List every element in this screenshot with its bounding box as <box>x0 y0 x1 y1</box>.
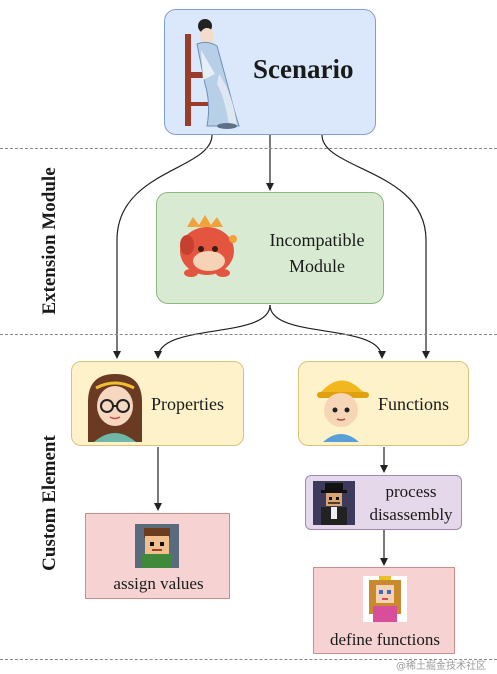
incompatible-module-label: Incompatible Module <box>257 227 377 279</box>
scenario-label: Scenario <box>253 54 354 84</box>
define-functions-node: define functions <box>313 567 455 654</box>
boy-with-cap-icon <box>317 380 369 442</box>
section-label-extension-module: Extension Module <box>39 167 60 315</box>
separator-bottom <box>0 659 497 660</box>
incompatible-module-label-line1: Incompatible <box>269 230 365 250</box>
arrow-module-to-properties <box>154 304 271 359</box>
functions-node: Functions <box>298 361 469 446</box>
assign-values-label: assign values <box>113 574 204 593</box>
incompatible-module-label-line2: Module <box>289 256 345 276</box>
arrow-scenario-to-functions <box>321 134 430 359</box>
arrow-scenario-to-properties <box>113 134 213 359</box>
separator-top <box>0 148 497 149</box>
red-dragon-mascot-icon <box>180 215 237 277</box>
pixel-gentleman-icon <box>313 481 355 525</box>
process-disassembly-label: process disassembly <box>361 480 461 526</box>
properties-node: Properties <box>71 361 244 446</box>
process-label-line2: disassembly <box>369 505 453 524</box>
define-functions-label: define functions <box>330 630 440 649</box>
pixel-princess-icon <box>363 576 407 622</box>
functions-label: Functions <box>378 394 450 414</box>
watermark: @稀土掘金技术社区 <box>396 661 486 672</box>
separator-middle <box>0 334 497 335</box>
arrow-module-to-functions <box>269 304 386 359</box>
process-label-line1: process <box>385 482 437 501</box>
pixel-boy-icon <box>135 524 179 568</box>
assign-values-node: assign values <box>85 513 230 599</box>
girl-with-glasses-icon <box>88 374 142 442</box>
woman-on-chair-icon <box>185 19 240 129</box>
scenario-node: Scenario <box>164 9 376 135</box>
properties-label: Properties <box>151 394 224 414</box>
section-label-custom-element: Custom Element <box>39 435 60 571</box>
incompatible-module-node: Incompatible Module <box>156 192 384 304</box>
process-disassembly-node: process disassembly <box>305 475 462 530</box>
